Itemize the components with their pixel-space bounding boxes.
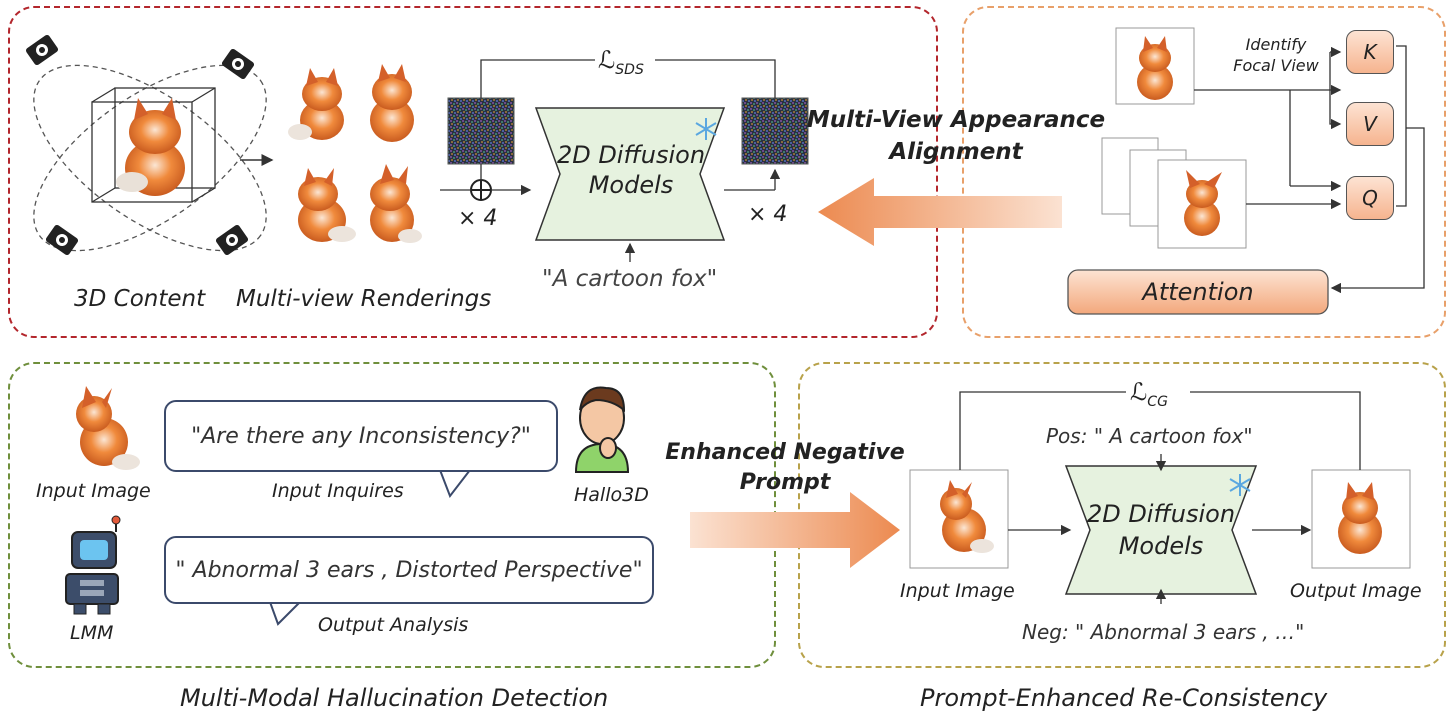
noise-latent-left	[447, 97, 515, 165]
recon-output-fox	[1338, 482, 1382, 554]
input-inquires-label: Input Inquires	[272, 480, 404, 502]
pos-prompt: Pos: " A cartoon fox"	[1046, 424, 1253, 448]
recon-output-label: Output Image	[1290, 580, 1422, 602]
recon-input-fox	[940, 480, 994, 553]
enhanced-negative-prompt-label: Enhanced Negative Prompt	[665, 440, 905, 495]
attention-label: Attention	[1142, 278, 1254, 306]
label-3d-content: 3D Content	[74, 286, 206, 312]
alignment-title: Multi-View Appearance Alignment	[806, 107, 1106, 165]
fox-3d-content	[116, 98, 185, 196]
enhanced-big-arrow	[690, 492, 900, 568]
diffusion-label-top: 2D Diffusion Models	[556, 141, 706, 199]
sds-panel	[8, 6, 938, 338]
views-fox	[1184, 170, 1222, 236]
person-icon	[574, 386, 630, 473]
times-four-right: × 4	[748, 202, 788, 227]
answer-bubble: " Abnormal 3 ears , Distorted Perspectiv…	[164, 536, 654, 604]
query-box: Q	[1346, 176, 1394, 220]
camera-icons	[25, 34, 255, 256]
label-multiview-renderings: Multi-view Renderings	[236, 286, 492, 312]
recon-input-label: Input Image	[900, 580, 1015, 602]
robot-icon	[65, 515, 121, 615]
detect-input-image-label: Input Image	[36, 480, 151, 502]
detection-caption: Multi-Modal Hallucination Detection	[180, 684, 609, 712]
alignment-big-arrow	[818, 178, 1062, 246]
multiview-foxes	[288, 64, 422, 243]
sds-loss: ℒSDS	[598, 46, 644, 78]
output-analysis-label: Output Analysis	[318, 614, 469, 636]
alignment-panel	[962, 6, 1446, 338]
focal-fox	[1137, 36, 1173, 100]
prompt-cartoon-fox: "A cartoon fox"	[542, 266, 718, 292]
lmm-label: LMM	[70, 622, 114, 644]
noise-latent-right	[741, 97, 809, 165]
snowflake-icon	[695, 118, 717, 140]
diffusion-label-bottom: 2D Diffusion Models	[1086, 500, 1236, 560]
reconsistency-caption: Prompt-Enhanced Re-Consistency	[920, 684, 1328, 712]
neg-prompt: Neg: " Abnormal 3 ears , …"	[1022, 620, 1305, 644]
key-box: K	[1346, 30, 1394, 74]
hallo3d-label: Hallo3D	[574, 484, 649, 506]
cg-loss: ℒCG	[1130, 378, 1168, 410]
question-bubble: "Are there any Inconsistency?"	[164, 400, 558, 472]
input-fox	[76, 386, 140, 470]
value-box: V	[1346, 102, 1394, 146]
times-four-left: × 4	[458, 206, 498, 231]
identify-focal-view: Identify Focal View	[1233, 35, 1319, 75]
